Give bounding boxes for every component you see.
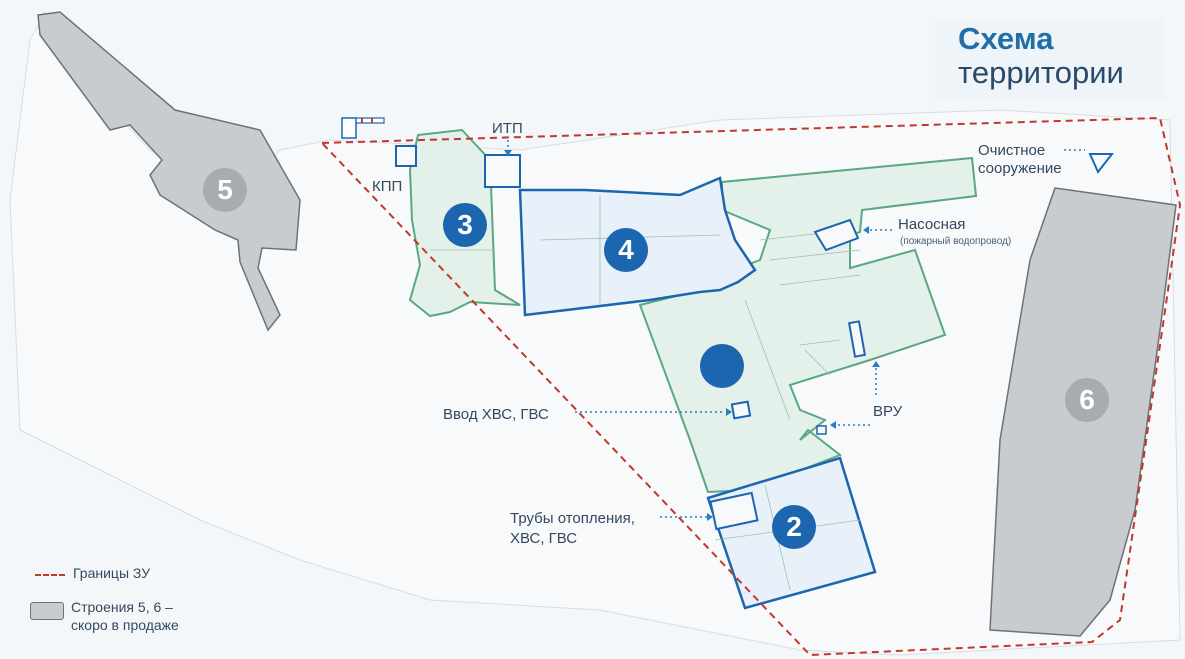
- pipes-label-1: Трубы отопления,: [510, 510, 635, 527]
- treatment-triangle-icon: [1088, 153, 1115, 174]
- land-boundary: [319, 116, 1182, 657]
- building-4-badge[interactable]: 4: [604, 228, 648, 272]
- legend-buildings-swatch: [30, 602, 64, 620]
- kpp-label: КПП: [372, 178, 403, 195]
- kpp-box[interactable]: [395, 145, 417, 167]
- pipes-label-2: ХВС, ГВС: [510, 530, 578, 547]
- itp-box[interactable]: [484, 154, 521, 188]
- pointer-arrowheads: [504, 150, 880, 521]
- vru-small-box[interactable]: [816, 425, 827, 435]
- building-1-marker[interactable]: [700, 344, 744, 388]
- building-3-badge[interactable]: 3: [443, 203, 487, 247]
- treatment-label-2: сооружение: [978, 160, 1062, 177]
- title-panel: [935, 18, 1165, 100]
- pump-note-label: (пожарный водопровод): [900, 236, 1012, 247]
- water-input-box[interactable]: [730, 400, 752, 420]
- water-input-label: Ввод ХВС, ГВС: [443, 406, 549, 423]
- building-5-badge[interactable]: 5: [203, 168, 247, 212]
- building-2-badge[interactable]: 2: [772, 505, 816, 549]
- legend-boundary-swatch: [35, 574, 65, 576]
- legend-buildings-label-1: Строения 5, 6 –: [71, 599, 173, 615]
- building-6-badge[interactable]: 6: [1065, 378, 1109, 422]
- vru-label: ВРУ: [873, 403, 903, 420]
- page-title: Схема территории: [958, 22, 1124, 90]
- pipes-box[interactable]: [709, 491, 759, 531]
- vru-box[interactable]: [847, 320, 867, 358]
- legend-boundary-label: Границы ЗУ: [73, 565, 151, 581]
- pump-label: Насосная: [898, 216, 966, 233]
- treatment-label-1: Очистное: [978, 142, 1046, 159]
- legend-buildings-label-2: скоро в продаже: [71, 617, 179, 633]
- pump-station-box[interactable]: [813, 218, 860, 252]
- itp-label: ИТП: [492, 120, 523, 137]
- building-5-shape[interactable]: [37, 11, 301, 332]
- gate-barrier-icon: [341, 117, 385, 139]
- title-line-2: территории: [958, 55, 1124, 90]
- title-line-1: Схема: [958, 21, 1054, 56]
- pointer-lines: [507, 140, 1085, 518]
